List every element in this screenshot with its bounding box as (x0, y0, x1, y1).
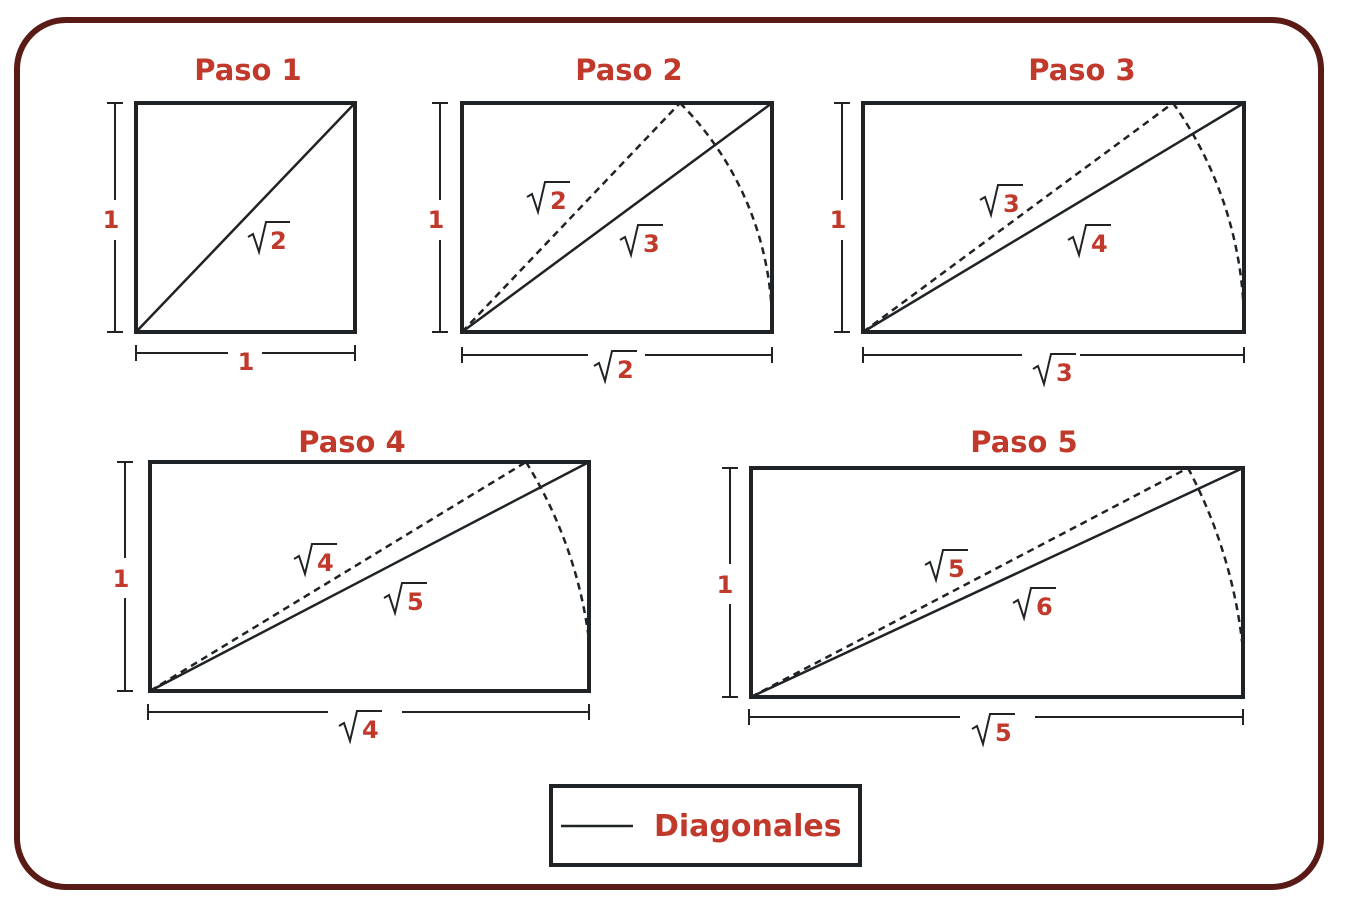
step-4-previous-radicand: 4 (317, 549, 334, 577)
step-4-rectangle (148, 460, 591, 693)
step-4-height-label: 1 (113, 565, 130, 593)
step-1-width-label: 1 (238, 348, 255, 376)
step-4-title: Paso 4 (298, 425, 406, 459)
step-2-title: Paso 2 (575, 53, 683, 87)
step-3-diagonal (862, 101, 1245, 334)
step-3-rectangle (861, 101, 1246, 334)
radical-sign-icon (979, 184, 1023, 219)
step-2: Paso 2 2 3 1 2 (428, 53, 774, 385)
radical-sign-icon (593, 350, 637, 385)
step-5-width-label: 5 (971, 713, 1015, 748)
step-3-arc (1171, 102, 1246, 333)
radical-sign-icon (293, 543, 337, 578)
radical-sign-icon (526, 181, 570, 216)
step-4-previous-label: 4 (293, 543, 337, 578)
step-5-diagonal (750, 466, 1244, 699)
step-5-diagonal-label: 6 (1012, 587, 1056, 622)
step-1-height-label: 1 (103, 206, 120, 234)
step-1-diagonal (135, 102, 356, 333)
step-5-title: Paso 5 (970, 425, 1078, 459)
step-4-previous-diagonal (149, 460, 527, 693)
step-2-diagonal-label: 3 (619, 224, 663, 259)
step-3-title: Paso 3 (1028, 53, 1136, 87)
step-1: Paso 1 2 1 1 (103, 53, 357, 376)
step-4-arc (524, 461, 591, 641)
step-4-width-radicand: 4 (362, 716, 379, 744)
step-2-previous-radicand: 2 (550, 187, 567, 215)
step-3-width-label: 3 (1032, 353, 1076, 388)
radical-sign-icon (338, 710, 382, 745)
step-3-previous-label: 3 (979, 184, 1023, 219)
step-2-height-label: 1 (428, 206, 445, 234)
step-1-diagonal-radicand: 2 (270, 227, 287, 255)
step-3-height-label: 1 (830, 206, 847, 234)
step-5-rectangle (749, 466, 1245, 699)
diagram-frame (14, 17, 1324, 890)
step-2-arc (679, 102, 774, 333)
step-3-previous-radicand: 3 (1003, 190, 1020, 218)
step-5-previous-radicand: 5 (948, 555, 965, 583)
step-2-width-radicand: 2 (617, 356, 634, 384)
legend-box (549, 784, 862, 867)
step-3: Paso 3 3 4 1 3 (830, 53, 1246, 388)
step-2-rectangle (460, 101, 774, 334)
radical-sign-icon (1067, 224, 1111, 259)
step-5-diagonal-radicand: 6 (1036, 593, 1053, 621)
step-3-diagonal-label: 4 (1067, 224, 1111, 259)
legend-label: Diagonales (654, 809, 842, 844)
step-2-previous-label: 2 (526, 181, 570, 216)
step-3-diagonal-radicand: 4 (1091, 230, 1108, 258)
step-4: Paso 4 4 5 1 4 (113, 425, 591, 745)
radical-sign-icon (383, 582, 427, 617)
step-5-arc (1186, 467, 1245, 651)
radical-sign-icon (971, 713, 1015, 748)
step-3-width-radicand: 3 (1056, 359, 1073, 387)
radical-sign-icon (247, 221, 290, 256)
step-4-diagonal-label: 5 (383, 582, 427, 617)
radical-sign-icon (619, 224, 663, 259)
step-1-title: Paso 1 (194, 53, 302, 87)
step-5-height-label: 1 (717, 571, 734, 599)
step-5-width-radicand: 5 (995, 719, 1012, 747)
radical-sign-icon (924, 549, 968, 584)
step-2-diagonal (461, 101, 773, 334)
step-2-previous-diagonal (461, 102, 681, 333)
step-1-diagonal-label: 2 (247, 221, 290, 256)
step-4-diagonal (149, 460, 590, 693)
step-4-diagonal-radicand: 5 (407, 588, 424, 616)
step-2-diagonal-radicand: 3 (643, 230, 660, 258)
step-4-width-label: 4 (338, 710, 382, 745)
legend: Diagonales (549, 784, 862, 867)
radical-sign-icon (1012, 587, 1056, 622)
step-5: Paso 5 5 6 1 5 (717, 425, 1245, 748)
radical-sign-icon (1032, 353, 1076, 388)
step-3-previous-diagonal (862, 101, 1174, 334)
step-1-rectangle (134, 101, 357, 334)
step-5-previous-diagonal (750, 466, 1189, 699)
step-5-previous-label: 5 (924, 549, 968, 584)
step-2-width-label: 2 (593, 350, 637, 385)
